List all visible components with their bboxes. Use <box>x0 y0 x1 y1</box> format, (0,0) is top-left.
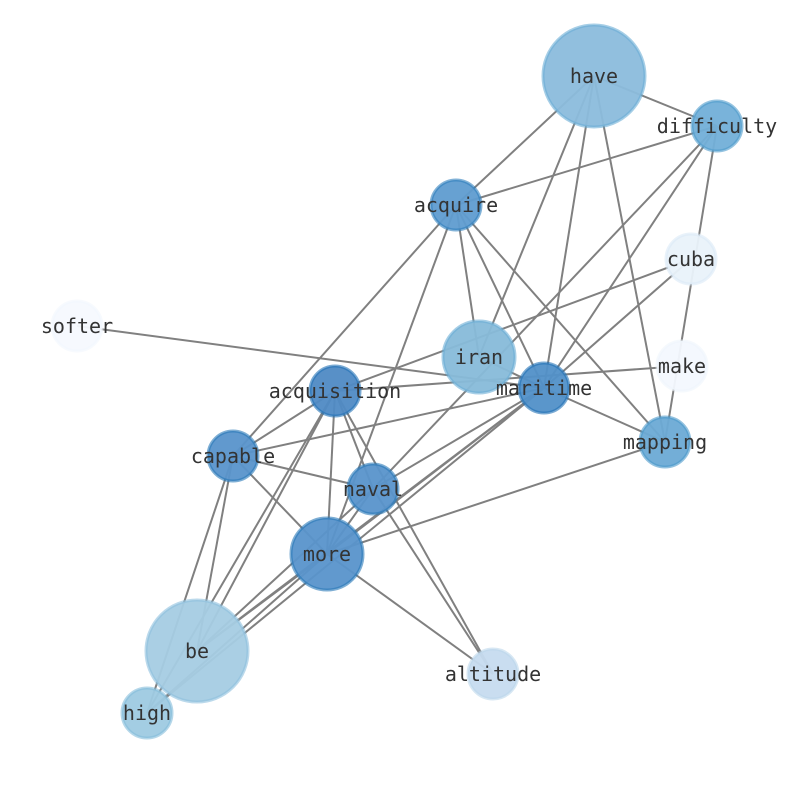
node-circle <box>289 516 365 592</box>
node-label: capable <box>191 444 275 468</box>
node-label: have <box>570 64 618 88</box>
edge-maritime-capable <box>232 387 545 457</box>
node-make[interactable]: make <box>655 339 709 393</box>
node-circle <box>429 178 483 232</box>
node-more[interactable]: more <box>289 516 365 592</box>
node-label: softer <box>41 314 113 338</box>
node-circle <box>120 686 174 740</box>
node-label: mapping <box>623 430 707 454</box>
node-cuba[interactable]: cuba <box>664 232 718 286</box>
node-circle <box>466 647 520 701</box>
node-circle <box>206 429 260 483</box>
edge-naval-altitude <box>372 488 494 675</box>
edge-acquire-maritime <box>455 204 545 389</box>
node-label: maritime <box>496 376 592 400</box>
edge-have-maritime <box>543 75 595 389</box>
node-capable[interactable]: capable <box>191 429 275 483</box>
edge-acquire-mapping <box>455 204 666 443</box>
node-circle <box>690 99 744 153</box>
edge-difficulty-acquire <box>455 125 718 206</box>
edge-more-mapping <box>326 441 666 555</box>
node-label: acquire <box>414 193 498 217</box>
node-high[interactable]: high <box>120 686 174 740</box>
node-circle <box>655 339 709 393</box>
node-label: high <box>123 701 171 725</box>
edge-difficulty-naval <box>372 125 718 490</box>
node-circle <box>308 364 362 418</box>
node-label: acquisition <box>269 379 401 403</box>
node-circle <box>517 361 571 415</box>
node-label: difficulty <box>657 114 777 138</box>
node-have[interactable]: have <box>541 23 647 129</box>
node-circle <box>638 415 692 469</box>
node-softer[interactable]: softer <box>41 299 113 353</box>
node-circle <box>50 299 104 353</box>
node-label: be <box>185 639 209 663</box>
node-naval[interactable]: naval <box>343 462 403 516</box>
node-circle <box>664 232 718 286</box>
node-label: iran <box>455 345 503 369</box>
node-circle <box>441 319 517 395</box>
node-iran[interactable]: iran <box>441 319 517 395</box>
edge-cuba-maritime <box>543 258 692 389</box>
node-be[interactable]: be <box>144 598 250 704</box>
node-label: cuba <box>667 247 715 271</box>
node-circle <box>144 598 250 704</box>
node-difficulty[interactable]: difficulty <box>657 99 777 153</box>
node-mapping[interactable]: mapping <box>623 415 707 469</box>
edge-difficulty-maritime <box>543 125 718 389</box>
node-altitude[interactable]: altitude <box>445 647 541 701</box>
node-maritime[interactable]: maritime <box>496 361 592 415</box>
node-label: altitude <box>445 662 541 686</box>
node-acquire[interactable]: acquire <box>414 178 498 232</box>
nodes: have difficulty acquire cuba softer iran make a… <box>41 23 777 740</box>
node-circle <box>346 462 400 516</box>
node-acquisition[interactable]: acquisition <box>269 364 401 418</box>
node-label: make <box>658 354 706 378</box>
edge-maritime-naval <box>372 387 545 490</box>
node-label: naval <box>343 477 403 501</box>
edge-acquire-capable <box>232 204 457 457</box>
node-label: more <box>303 542 351 566</box>
node-circle <box>541 23 647 129</box>
edge-acquisition-altitude <box>334 390 494 675</box>
